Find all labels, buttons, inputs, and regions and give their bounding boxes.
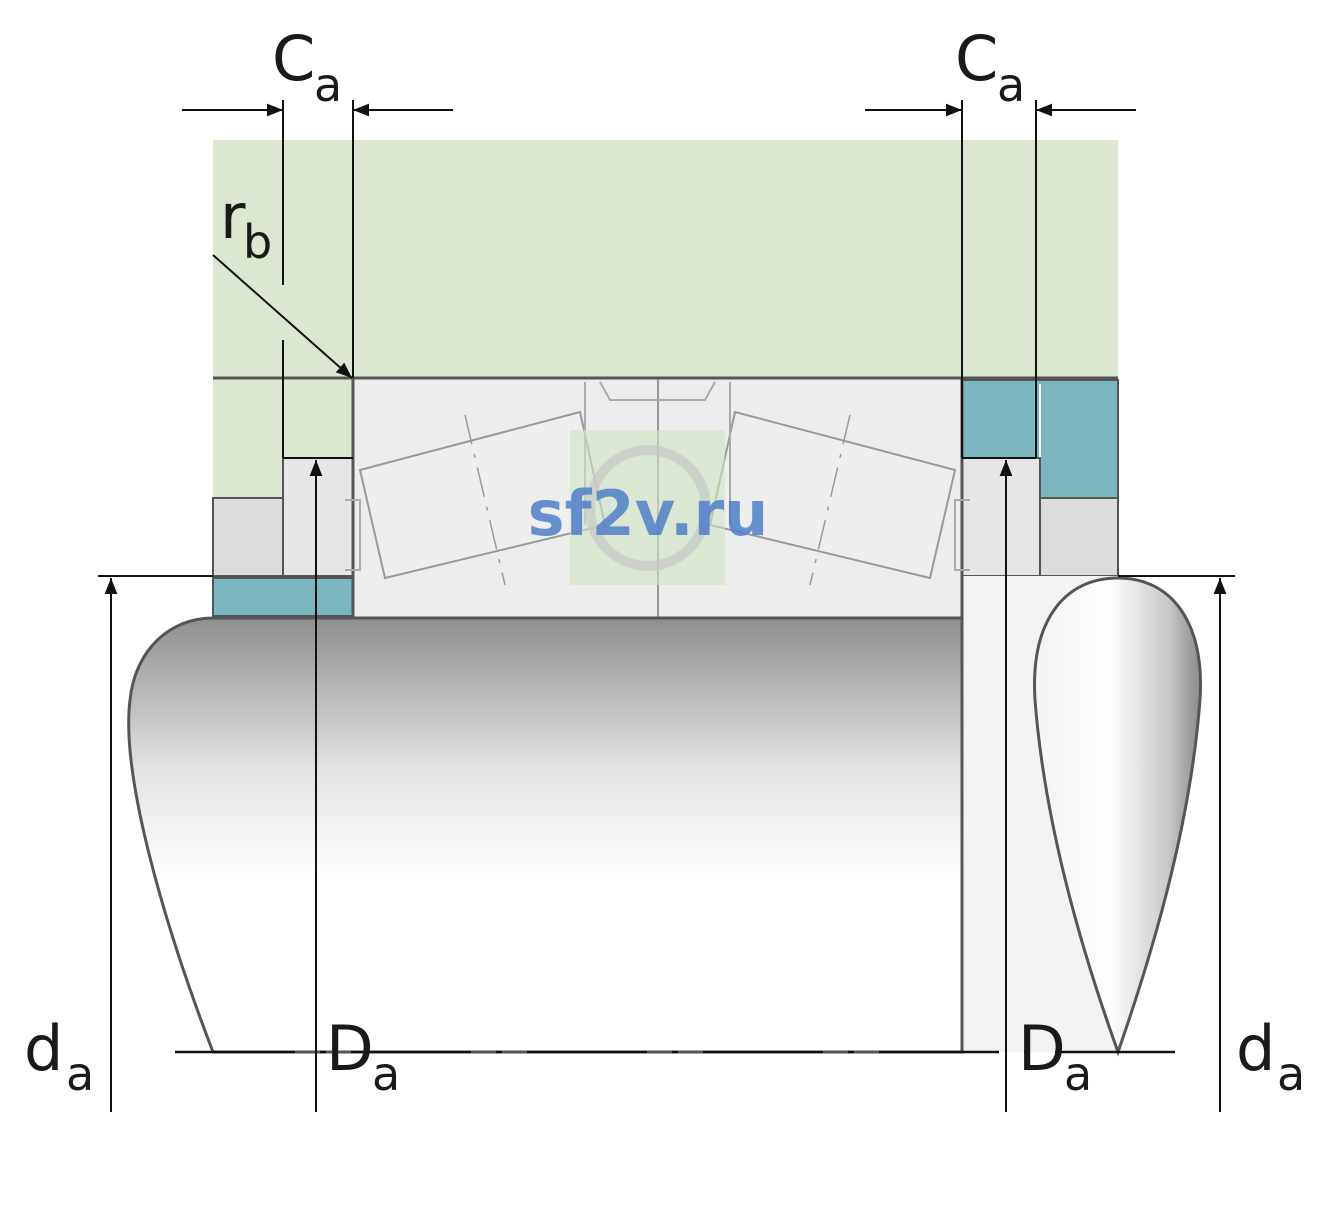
left-shaft-spacer <box>212 577 354 617</box>
rb-sub: b <box>243 215 272 269</box>
da-right-sub: a <box>1277 1047 1305 1101</box>
dimension-lines <box>98 100 1235 1112</box>
da-left-main: d <box>24 1012 63 1085</box>
ca-right-main: C <box>955 22 998 95</box>
label-ca-left: C a <box>272 22 342 112</box>
ca-right-sub: a <box>997 58 1025 112</box>
ca-left-sub: a <box>314 58 342 112</box>
label-da-left: d a <box>24 1012 94 1101</box>
rb-main: r <box>220 180 246 253</box>
label-da-right: d a <box>1236 1012 1305 1101</box>
da-right-main: d <box>1236 1012 1275 1085</box>
Da-right-sub: a <box>1064 1047 1092 1101</box>
label-Da-left: D a <box>326 1012 400 1101</box>
watermark-text: sf2v.ru <box>528 477 769 550</box>
Da-left-main: D <box>326 1012 374 1085</box>
watermark: sf2v.ru <box>528 430 769 585</box>
Da-left-sub: a <box>372 1047 400 1101</box>
Da-right-main: D <box>1018 1012 1066 1085</box>
label-ca-right: C a <box>955 22 1025 112</box>
ca-left-main: C <box>272 22 315 95</box>
shaft <box>127 576 1118 1054</box>
label-Da-right: D a <box>1018 1012 1092 1101</box>
da-left-sub: a <box>66 1047 94 1101</box>
label-rb: r b <box>220 180 272 269</box>
